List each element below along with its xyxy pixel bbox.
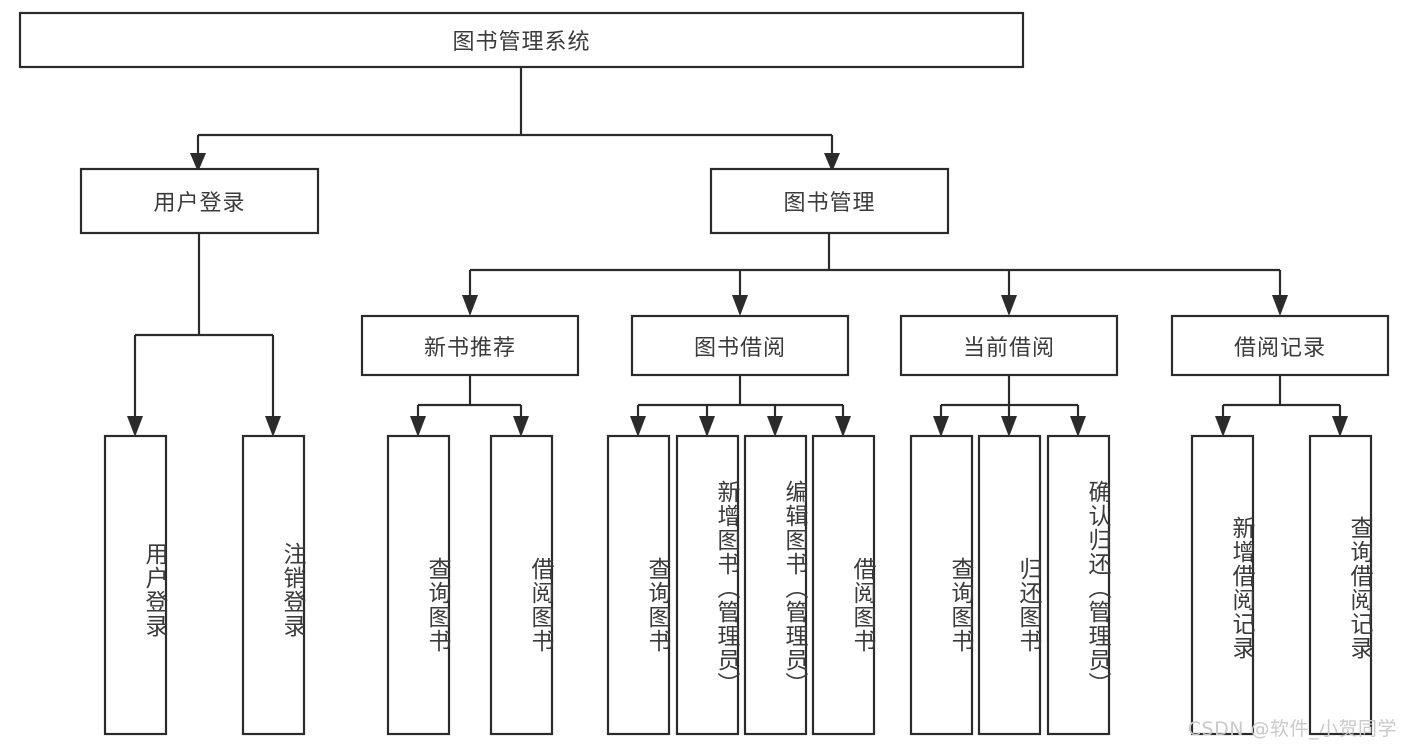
connector-root-to-level2	[190, 67, 840, 172]
connector-userlogin-to-leaves	[127, 233, 281, 437]
leaf-box-add-borrow-record[interactable]	[1190, 434, 1255, 736]
connector-currentborrow-to-leaves	[933, 375, 1086, 437]
leaf-box-add-book-admin[interactable]	[675, 434, 740, 736]
connector-bookmgmt-to-level3	[462, 233, 1288, 316]
node-root[interactable]	[18, 11, 1025, 69]
node-book-borrow[interactable]	[630, 314, 850, 377]
leaf-box-query-book-2[interactable]	[606, 434, 671, 736]
leaf-box-query-book-3[interactable]	[909, 434, 974, 736]
node-new-book-recommend[interactable]	[360, 314, 580, 377]
leaf-box-query-book-1[interactable]	[386, 434, 451, 736]
connector-bookborrow-to-leaves	[630, 375, 851, 437]
leaf-box-logout[interactable]	[241, 434, 306, 736]
leaf-box-user-login[interactable]	[103, 434, 168, 736]
node-user-login[interactable]	[79, 167, 320, 235]
node-book-management[interactable]	[709, 167, 950, 235]
node-current-borrow[interactable]	[899, 314, 1119, 377]
connector-borrowrecord-to-leaves	[1215, 375, 1348, 437]
leaf-box-borrow-book-2[interactable]	[811, 434, 876, 736]
connector-newbook-to-leaves	[410, 375, 529, 437]
leaf-box-query-borrow-record[interactable]	[1308, 434, 1373, 736]
leaf-box-edit-book-admin[interactable]	[743, 434, 808, 736]
leaf-box-confirm-return-admin[interactable]	[1046, 434, 1111, 736]
leaf-box-borrow-book-1[interactable]	[489, 434, 554, 736]
leaf-box-return-book[interactable]	[977, 434, 1042, 736]
csdn-watermark: CSDN @软件_小贺同学	[1187, 718, 1397, 740]
node-borrow-record[interactable]	[1170, 314, 1390, 377]
